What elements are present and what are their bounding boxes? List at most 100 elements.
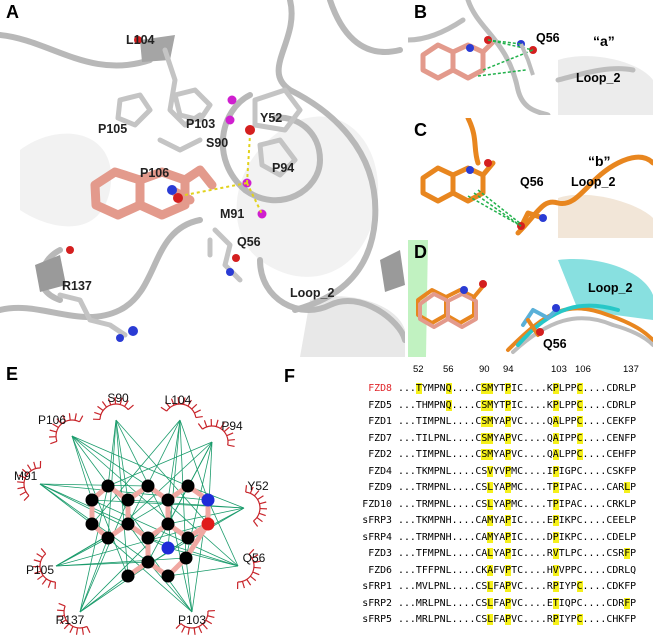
loop-c: Loop_2 — [571, 175, 615, 189]
ligplot-residue-label: M91 — [14, 469, 38, 483]
loop-b: Loop_2 — [576, 71, 620, 85]
sequence-name: sFRP1 — [362, 581, 392, 592]
panel-a-structure: L104 P105 P103 Y52 S90 P106 P94 M91 R137… — [0, 0, 405, 357]
position-number: 90 — [479, 364, 490, 375]
hydrophobic-arc — [236, 548, 261, 590]
sequence-text: ...TRMPNL....CSLYAPMC....TPIPAC....CARLP — [398, 482, 637, 493]
ligand-atom — [161, 493, 175, 507]
sequence-name: FZD9 — [368, 482, 392, 493]
loop-d: Loop_2 — [588, 281, 632, 295]
sequence-name: FZD1 — [368, 416, 392, 427]
panel-f-label: F — [284, 366, 295, 386]
sequence-name: FZD2 — [368, 449, 392, 460]
ligand-atom — [101, 479, 115, 493]
panel-c-label: C — [414, 120, 427, 140]
hydrophobic-arc — [197, 418, 235, 448]
position-number: 137 — [623, 364, 639, 375]
panel-d: Loop_2 Q56 D — [408, 240, 653, 357]
panel-d-label: D — [414, 242, 427, 262]
sequence-name: sFRP3 — [362, 515, 392, 526]
ligand-atom — [101, 531, 115, 545]
sequence-name: FZD7 — [368, 432, 392, 444]
ligand-atom — [141, 555, 155, 569]
sequence-text: ...TRMPNL....CSLYAPMC....TPIPAC....CRKLP — [398, 498, 637, 510]
ligand-atom — [201, 493, 215, 507]
hydrophobic-arc — [92, 396, 134, 421]
conf-c: “b” — [588, 153, 611, 169]
ligand-atom — [121, 517, 135, 531]
ligand-atom — [161, 517, 175, 531]
hydrophobic-arc — [32, 548, 56, 590]
ligplot-residue-label: P103 — [178, 613, 206, 627]
ligand-atom — [179, 551, 193, 565]
res-a-2: P103 — [186, 117, 215, 131]
hydrophobic-arc — [245, 485, 268, 527]
conf-b: “a” — [593, 33, 615, 49]
position-number: 103 — [551, 364, 567, 375]
ligand-atom — [121, 569, 135, 583]
res-d-q56: Q56 — [543, 337, 567, 351]
panel-b: Q56 “a” Loop_2 B — [408, 0, 653, 115]
sequence-text: ...TFMPNL....CALYAPIC....RVTLPC....CSRFP — [398, 548, 637, 559]
sequence-text: ...MVLPNL....CSLFAPVC....RPIYPC....CDKFP — [398, 581, 637, 592]
ligplot-residue-label: Y52 — [247, 479, 269, 493]
ligplot-residue-label: S90 — [107, 391, 129, 405]
ligplot-residue-label: P94 — [221, 419, 243, 433]
res-a-8: R137 — [62, 279, 92, 293]
panel-c: “b” Q56 Loop_2 C — [408, 118, 653, 238]
sequence-text: ...TRMPNH....CAMYAPIC....DPIKPC....CDELP — [398, 531, 637, 543]
sequence-text: ...TIMPNL....CSMYAPVC....QALPPC....CEHFP — [398, 449, 637, 460]
sequence-name: FZD10 — [362, 498, 392, 510]
sequence-name: FZD3 — [368, 548, 392, 559]
ligand-atom — [141, 479, 155, 493]
ligand-atom — [181, 479, 195, 493]
panel-c-structure: “b” Q56 Loop_2 — [408, 118, 653, 238]
panel-b-label: B — [414, 2, 427, 22]
hydrophobic-arc — [17, 460, 42, 501]
sequence-text: ...MRLPNL....CSLFAPVC....RPIYPC....CHKFP — [398, 614, 637, 625]
sequence-text: ...TILPNL....CSMYAPVC....QAIPPC....CENFP — [398, 432, 637, 444]
sequence-name: sFRP4 — [362, 531, 392, 543]
ligplot-residue-label: P106 — [38, 413, 66, 427]
sequence-text: ...MRLPNL....CSLFAPVC....ETIQPC....CDRFP — [398, 597, 637, 609]
res-a-1: P105 — [98, 122, 127, 136]
res-a-7: M91 — [220, 207, 244, 221]
ligand-atom — [181, 531, 195, 545]
position-number: 106 — [575, 364, 591, 375]
panel-d-structure: Loop_2 Q56 — [408, 240, 653, 357]
sequence-name: FZD8 — [368, 383, 392, 394]
res-a-4: S90 — [206, 136, 228, 150]
sequence-name: FZD4 — [368, 465, 392, 477]
ligand-atom — [201, 517, 215, 531]
ligand-atom — [161, 541, 175, 555]
panel-a: L104 P105 P103 Y52 S90 P106 P94 M91 R137… — [0, 0, 405, 357]
res-b-q56: Q56 — [536, 31, 560, 45]
sequence-name: sFRP5 — [362, 614, 392, 625]
sequence-text: ...TIMPNL....CSMYAPVC....QALPPC....CEKFP — [398, 416, 637, 427]
ligand-atom — [121, 493, 135, 507]
res-a-0: L104 — [126, 33, 155, 47]
ligplot-residue-label: L104 — [165, 393, 192, 407]
sequence-text: ...TKMPNH....CAMYAPIC....EPIKPC....CEELP — [398, 515, 637, 526]
position-number: 94 — [503, 364, 514, 375]
panel-b-structure: Q56 “a” Loop_2 — [408, 0, 653, 115]
hydrophobic-arc — [175, 609, 215, 635]
res-c-q56: Q56 — [520, 175, 544, 189]
sequence-text: ...TFFPNL....CKAFVPTC....HVVPPC....CDRLQ — [398, 564, 637, 576]
res-a-9: Q56 — [237, 235, 261, 249]
ligand-atom — [85, 493, 99, 507]
sequence-text: ...TYMPNQ....CSMYTPIC....KPLPPC....CDRLP — [398, 383, 637, 394]
ligplot-residue-label: P105 — [26, 563, 54, 577]
ligand-atom — [85, 517, 99, 531]
sequence-name: FZD5 — [368, 399, 392, 411]
sequence-name: FZD6 — [368, 564, 392, 576]
ligplot-residue-label: R137 — [56, 613, 85, 627]
res-a-10: Loop_2 — [290, 286, 334, 300]
res-a-5: P106 — [140, 166, 169, 180]
position-number: 52 — [413, 364, 424, 375]
hydrophobic-arc — [160, 397, 203, 419]
position-number: 56 — [443, 364, 454, 375]
